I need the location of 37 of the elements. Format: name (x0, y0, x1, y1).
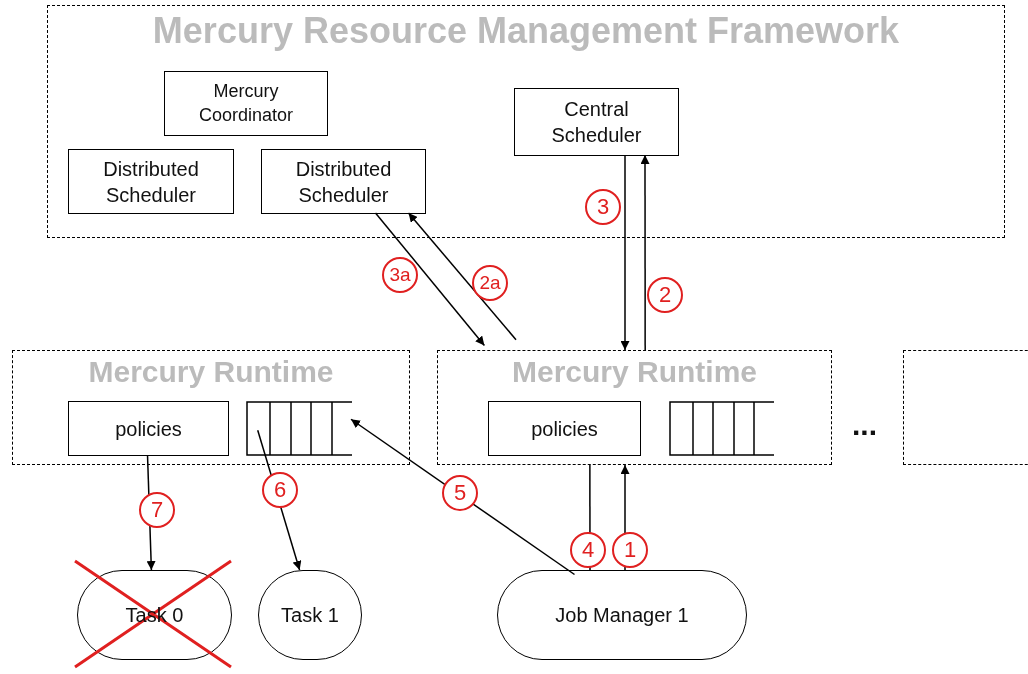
group-title: Mercury Runtime (510, 355, 759, 389)
queue-drawing (669, 401, 774, 456)
step-number: 7 (139, 492, 175, 528)
node-label: Task 1 (281, 603, 339, 628)
step-number: 4 (570, 532, 606, 568)
runtime-group (12, 350, 410, 465)
step-number: 2a (472, 265, 508, 301)
node-label: Job Manager 1 (555, 603, 689, 628)
arrow (374, 212, 486, 347)
step-number: 1 (612, 532, 648, 568)
queue-drawing (246, 401, 352, 456)
framework-group (47, 5, 1005, 238)
scheduler-box (68, 149, 234, 214)
scheduler-box (261, 149, 426, 214)
runtime-group (903, 350, 1028, 465)
step-number: 3a (382, 257, 418, 293)
group-title: Mercury Resource Management Framework (151, 10, 901, 52)
policies-box (68, 401, 229, 456)
step-number: 6 (262, 472, 298, 508)
runtime-group (437, 350, 832, 465)
node-label: Distributed Scheduler (102, 156, 200, 208)
node-label: policies (115, 416, 182, 442)
group-title: Mercury Runtime (87, 355, 335, 389)
coordinator-box (164, 71, 328, 136)
node-label: Distributed Scheduler (294, 156, 393, 208)
step-number: 5 (442, 475, 478, 511)
arrow (640, 154, 650, 351)
scheduler-box (514, 88, 679, 156)
arrow (407, 212, 517, 341)
node-label: Mercury Coordinator (197, 80, 295, 127)
node-label: Central Scheduler (550, 97, 643, 148)
policies-box (488, 401, 641, 456)
step-number: 2 (647, 277, 683, 313)
node-label: policies (531, 416, 598, 442)
arrow (620, 154, 630, 351)
ellipsis-text: ... (852, 408, 877, 442)
step-number: 3 (585, 189, 621, 225)
